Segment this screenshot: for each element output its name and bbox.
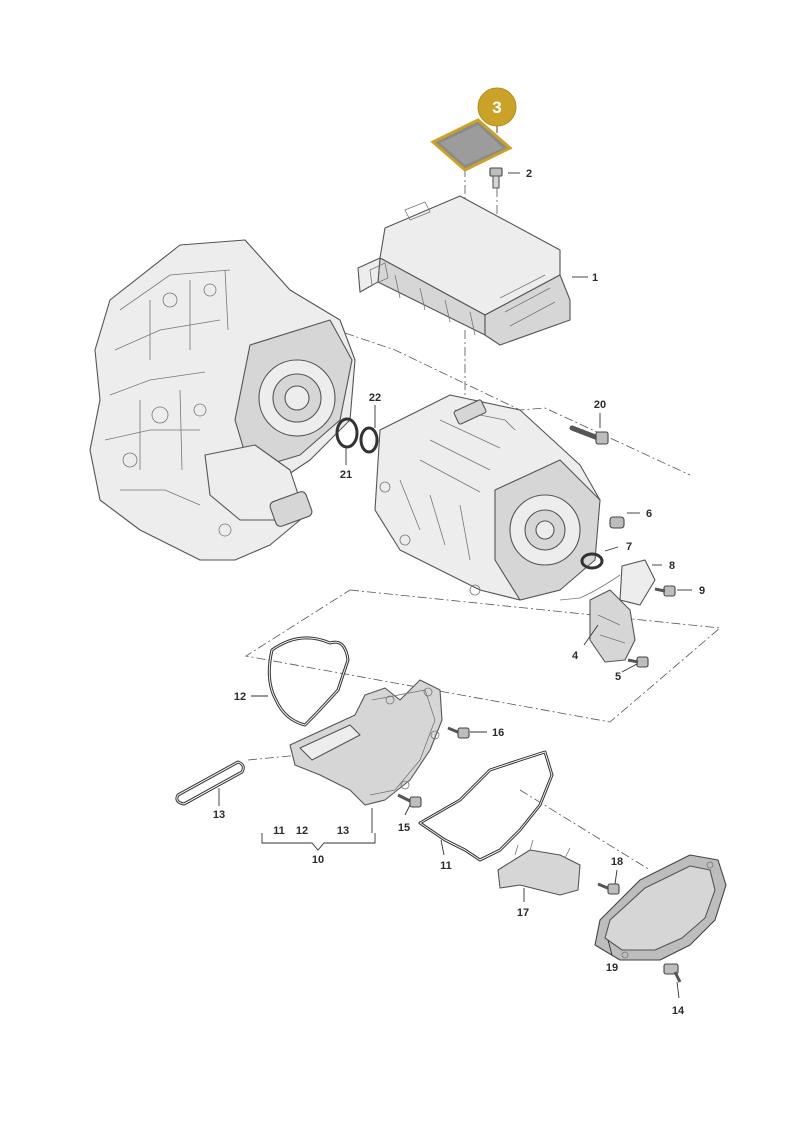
part-3-highlighted: 3	[430, 87, 517, 172]
callout-10: 10	[312, 854, 324, 866]
callout-14: 15	[398, 822, 410, 834]
part-1-control-unit	[357, 195, 571, 346]
transmission-housing	[89, 239, 356, 561]
callout-1: 1	[592, 272, 598, 284]
callout-13-group: 13	[337, 825, 349, 837]
part-17-bolt	[597, 882, 620, 895]
callout-13: 13	[213, 809, 225, 821]
callout-11-group: 11	[273, 825, 285, 837]
part-8-sensor	[559, 559, 656, 606]
part-20-bolt	[569, 425, 609, 445]
motor-housing	[374, 394, 601, 601]
part-2-bolt	[489, 167, 503, 189]
callout-19: 14	[672, 1005, 685, 1017]
part-16-bracket	[497, 839, 581, 896]
callout-15: 16	[492, 727, 504, 739]
part-18-cover	[594, 854, 727, 961]
callout-16: 17	[517, 907, 529, 919]
highlight-badge[interactable]	[477, 87, 517, 127]
part-13-seal	[175, 760, 245, 806]
part-14-bolt	[397, 793, 422, 808]
part-4-bracket	[589, 589, 636, 663]
callout-6: 6	[646, 508, 652, 520]
part-10-cover-assembly	[289, 679, 443, 806]
highlight-label: 3	[492, 98, 501, 117]
callout-22: 22	[369, 392, 381, 404]
callout-labels: 2 1 20 22 21 6 7 8 9 4 5 12 16 13 15 11 …	[213, 168, 705, 1017]
part-7-seal	[580, 552, 604, 570]
callout-9: 9	[699, 585, 705, 597]
seal-21	[335, 417, 359, 449]
part-19-bolt	[663, 963, 682, 983]
part-5-bolt	[627, 656, 649, 668]
callout-18: 19	[606, 962, 618, 974]
part-6-plug	[609, 516, 625, 529]
part-12-gasket	[267, 636, 350, 727]
callout-2: 2	[526, 168, 532, 180]
callout-12-group: 12	[296, 825, 308, 837]
callout-7: 7	[626, 541, 632, 553]
part-9-bolt	[654, 585, 676, 597]
callout-21: 21	[340, 469, 352, 481]
leader-lines	[218, 172, 692, 999]
callout-4: 4	[572, 650, 579, 662]
callout-12: 12	[234, 691, 246, 703]
callout-8: 8	[669, 560, 675, 572]
callout-11: 11	[440, 860, 452, 872]
seal-22	[359, 426, 379, 454]
callout-20: 20	[594, 399, 606, 411]
part-15-bolt	[447, 726, 470, 739]
callout-5: 5	[615, 671, 621, 683]
callout-17: 18	[611, 856, 623, 868]
part-11-gasket	[418, 750, 554, 862]
